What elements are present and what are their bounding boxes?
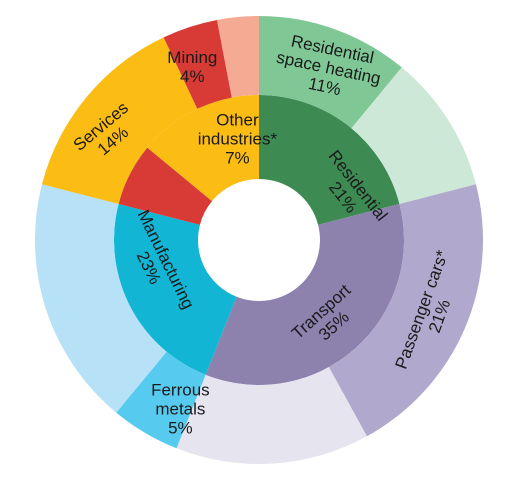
outer-segment-8	[217, 16, 259, 98]
inner-segment-2	[113, 203, 237, 375]
outer-label-4-line-0: Ferrous	[151, 381, 210, 400]
inner-segment-4	[147, 95, 259, 202]
outer-segment-2	[328, 184, 483, 437]
outer-segment-1	[351, 67, 476, 204]
inner-ring	[113, 95, 405, 386]
outer-label-7-line-0: Mining	[167, 48, 217, 67]
inner-label-3-line-0: Other	[216, 110, 259, 129]
outer-segment-6	[42, 37, 198, 204]
inner-segment-0	[259, 95, 400, 225]
inner-label-3-line-2: 7%	[225, 148, 250, 167]
outer-segment-3	[176, 367, 367, 464]
outer-segment-7	[163, 19, 232, 109]
outer-label-4-line-1: metals	[155, 400, 205, 419]
outer-segment-4	[116, 351, 206, 449]
inner-segment-3	[118, 147, 212, 225]
outer-label-7-line-1: 4%	[180, 67, 205, 86]
outer-segment-5	[35, 184, 167, 413]
inner-label-3-line-1: industries*	[198, 129, 278, 148]
inner-segment-1	[205, 203, 405, 386]
outer-segment-0	[259, 16, 402, 129]
outer-ring	[35, 16, 483, 464]
outer-label-4-line-2: 5%	[168, 419, 193, 438]
